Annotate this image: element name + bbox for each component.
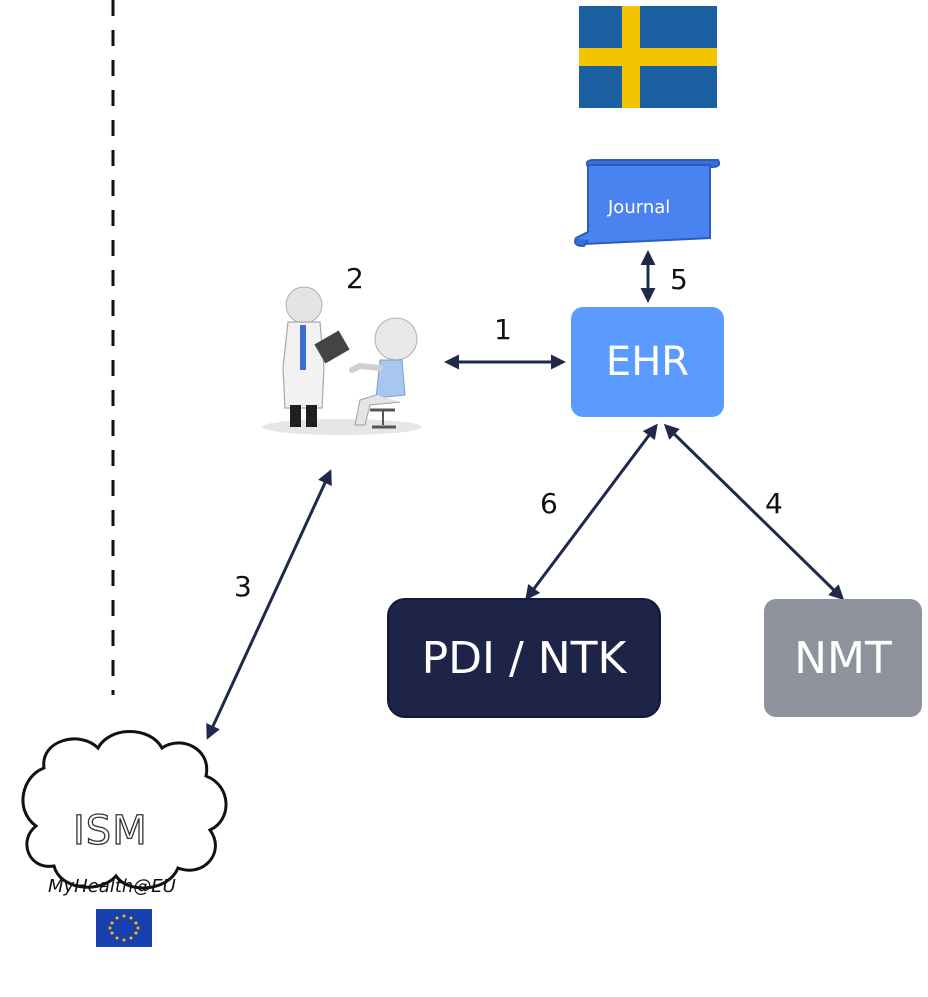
arrow-3	[206, 469, 332, 740]
ism-label: ISM	[72, 807, 148, 854]
ehr-label: EHR	[605, 339, 690, 385]
edge-label-1: 1	[494, 313, 512, 346]
arrow-4	[663, 423, 845, 601]
scroll-icon	[574, 159, 721, 248]
doctor-patient-icon	[262, 286, 422, 435]
myhealth-label: MyHealth@EU	[48, 876, 176, 897]
eu-flag-icon	[96, 909, 152, 947]
sweden-flag-icon	[579, 6, 717, 108]
edge-label-4: 4	[765, 487, 783, 520]
edge-label-2: 2	[346, 262, 364, 295]
journal-label: Journal	[608, 197, 671, 218]
nmt-label: NMT	[794, 632, 892, 684]
ehr-node: EHR	[571, 307, 724, 417]
cloud-icon	[21, 730, 228, 890]
arrow-6	[525, 423, 658, 601]
edge-label-6: 6	[540, 487, 558, 520]
pdi-ntk-node: PDI / NTK	[387, 598, 661, 718]
edge-label-5: 5	[670, 263, 688, 296]
pdi-ntk-label: PDI / NTK	[421, 632, 627, 684]
nmt-node: NMT	[764, 599, 922, 717]
edge-label-3: 3	[234, 570, 252, 603]
